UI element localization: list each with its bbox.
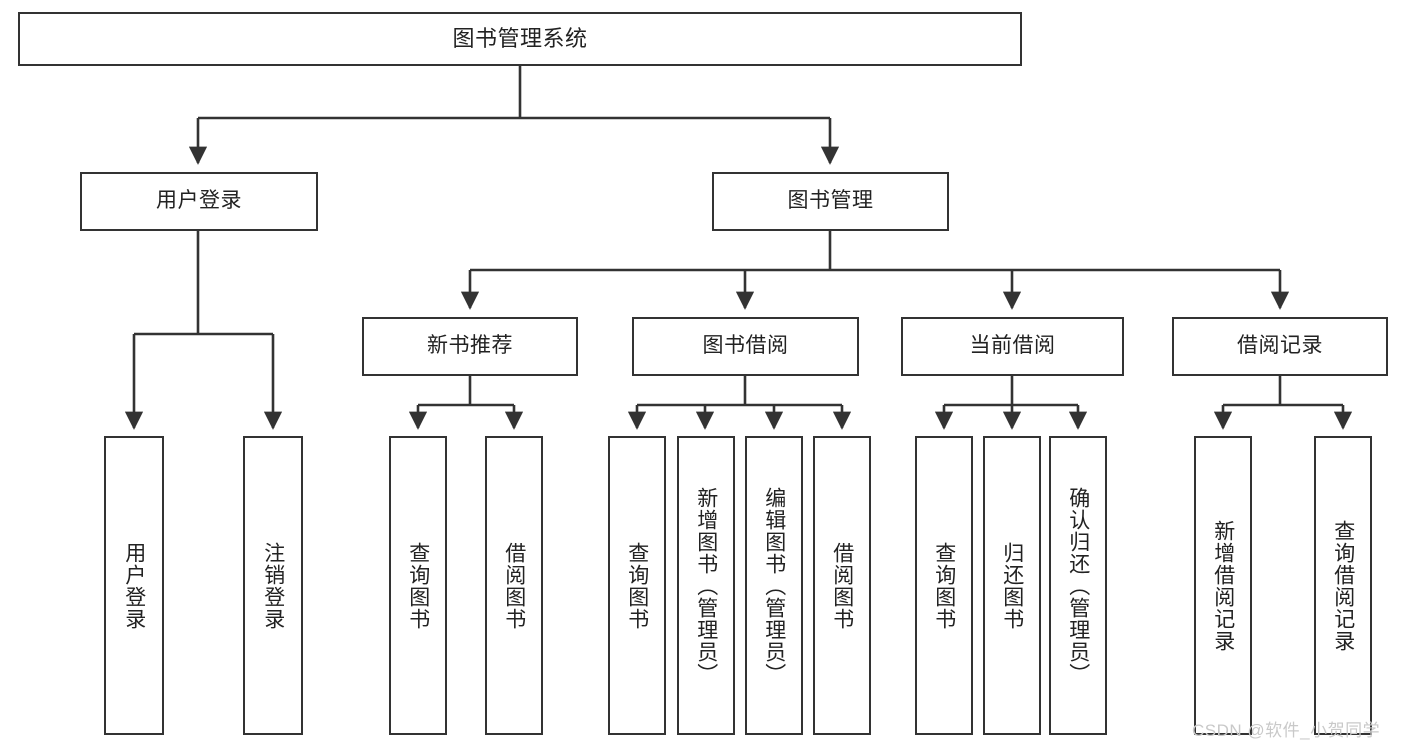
node-user-login-label: 用户登录 — [156, 189, 242, 213]
node-leaf-add-book[interactable]: 新增图书（管理员） — [677, 436, 735, 735]
node-leaf-user-login-label: 用户登录 — [122, 541, 146, 630]
node-leaf-confirm-return-label: 确认归还（管理员） — [1066, 486, 1090, 685]
node-book-borrow[interactable]: 图书借阅 — [632, 317, 859, 376]
node-current-borrow[interactable]: 当前借阅 — [901, 317, 1124, 376]
node-borrow-record-label: 借阅记录 — [1237, 334, 1323, 358]
node-leaf-add-record[interactable]: 新增借阅记录 — [1194, 436, 1252, 735]
node-leaf-add-book-label: 新增图书（管理员） — [694, 486, 718, 685]
node-leaf-borrow-book-2[interactable]: 借阅图书 — [813, 436, 871, 735]
node-leaf-borrow-book-1-label: 借阅图书 — [502, 541, 526, 630]
node-leaf-return-book[interactable]: 归还图书 — [983, 436, 1041, 735]
node-leaf-query-book-3-label: 查询图书 — [932, 541, 956, 630]
node-leaf-query-book-2-label: 查询图书 — [625, 541, 649, 630]
node-book-manage-label: 图书管理 — [787, 189, 874, 213]
node-leaf-logout-login[interactable]: 注销登录 — [243, 436, 303, 735]
node-book-manage[interactable]: 图书管理 — [712, 172, 949, 231]
node-leaf-query-book-1-label: 查询图书 — [406, 541, 430, 630]
node-leaf-query-book-2[interactable]: 查询图书 — [608, 436, 666, 735]
node-leaf-logout-login-label: 注销登录 — [261, 541, 285, 630]
node-current-borrow-label: 当前借阅 — [969, 334, 1056, 358]
node-leaf-return-book-label: 归还图书 — [1000, 541, 1024, 630]
csdn-watermark: CSDN @软件_小贺同学 — [1192, 721, 1381, 740]
node-new-book-rec-label: 新书推荐 — [427, 334, 513, 358]
node-new-book-rec[interactable]: 新书推荐 — [362, 317, 578, 376]
node-leaf-query-record[interactable]: 查询借阅记录 — [1314, 436, 1372, 735]
node-user-login[interactable]: 用户登录 — [80, 172, 318, 231]
node-book-borrow-label: 图书借阅 — [702, 334, 789, 358]
node-leaf-borrow-book-2-label: 借阅图书 — [830, 541, 854, 630]
node-leaf-borrow-book-1[interactable]: 借阅图书 — [485, 436, 543, 735]
node-leaf-edit-book[interactable]: 编辑图书（管理员） — [745, 436, 803, 735]
node-leaf-query-book-1[interactable]: 查询图书 — [389, 436, 447, 735]
node-leaf-edit-book-label: 编辑图书（管理员） — [762, 486, 786, 685]
node-borrow-record[interactable]: 借阅记录 — [1172, 317, 1388, 376]
node-leaf-query-book-3[interactable]: 查询图书 — [915, 436, 973, 735]
node-leaf-add-record-label: 新增借阅记录 — [1211, 519, 1235, 652]
node-root-label: 图书管理系统 — [452, 26, 588, 52]
node-root[interactable]: 图书管理系统 — [18, 12, 1022, 66]
node-leaf-user-login[interactable]: 用户登录 — [104, 436, 164, 735]
node-leaf-confirm-return[interactable]: 确认归还（管理员） — [1049, 436, 1107, 735]
node-leaf-query-record-label: 查询借阅记录 — [1331, 519, 1355, 652]
